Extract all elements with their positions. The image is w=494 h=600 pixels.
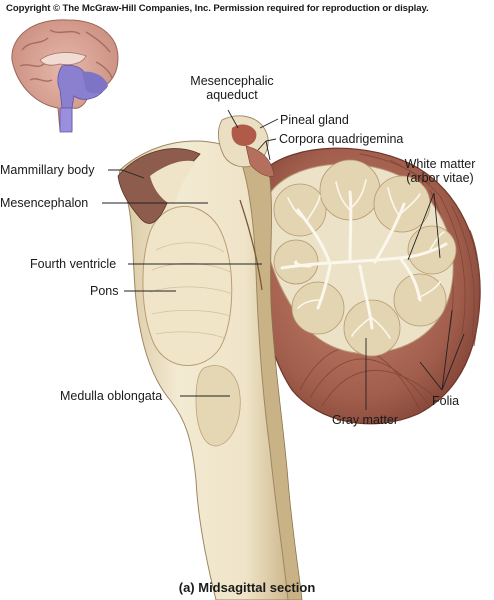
cerebellum <box>255 147 481 425</box>
label-mesencephalic-aqueduct: Mesencephalic aqueduct <box>172 74 292 102</box>
label-medulla-oblongata: Medulla oblongata <box>60 389 163 403</box>
label-white-matter: White matter (arbor vitae) <box>392 157 488 185</box>
label-fourth-ventricle: Fourth ventricle <box>30 257 117 271</box>
label-mammillary-body: Mammillary body <box>0 163 95 177</box>
label-pineal-gland: Pineal gland <box>280 113 349 127</box>
label-corpora-quadrigemina: Corpora quadrigemina <box>279 132 404 146</box>
label-mesencephalic-aqueduct-line1: Mesencephalic <box>190 74 274 88</box>
label-white-matter-line1: White matter <box>404 157 476 171</box>
leader-lines <box>102 109 465 410</box>
figure-caption: (a) Midsagittal section <box>178 580 316 595</box>
brainstem <box>117 115 303 600</box>
label-white-matter-line2: (arbor vitae) <box>406 171 474 185</box>
copyright-notice: Copyright © The McGraw-Hill Companies, I… <box>6 3 429 14</box>
label-mesencephalic-aqueduct-line2: aqueduct <box>206 88 258 102</box>
label-gray-matter: Gray matter <box>332 413 398 427</box>
label-pons: Pons <box>90 284 119 298</box>
brain-thumbnail <box>11 19 119 133</box>
label-mesencephalon: Mesencephalon <box>0 196 89 210</box>
label-folia: Folia <box>432 394 460 408</box>
